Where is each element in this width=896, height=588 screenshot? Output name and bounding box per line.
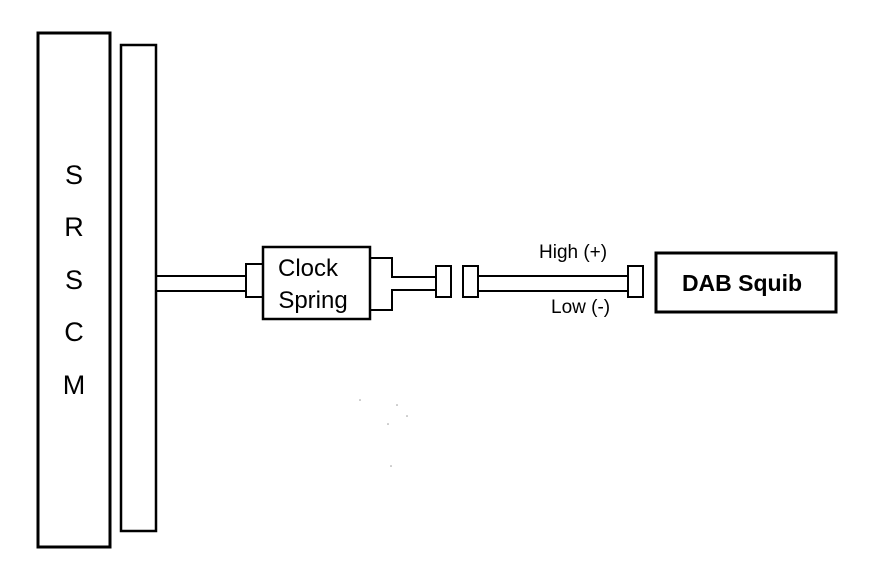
clock-spring: Clock Spring xyxy=(261,245,372,321)
module-to-clockspring-wires xyxy=(156,275,246,292)
scan-speck xyxy=(387,423,389,425)
clock-spring-label-line2: Spring xyxy=(278,287,347,314)
scan-speck xyxy=(390,465,392,467)
high-wire-label: High (+) xyxy=(539,242,607,263)
dab-squib-label: DAB Squib xyxy=(682,270,802,296)
clock-spring-label-line1: Clock xyxy=(278,255,339,282)
module-letter-4: C xyxy=(64,317,84,347)
dab-squib: DAB Squib xyxy=(654,251,838,314)
scan-speck xyxy=(396,404,398,406)
srscm-connector xyxy=(119,43,158,533)
module-letter-5: M xyxy=(63,370,86,400)
low-wire-label: Low (-) xyxy=(551,297,610,318)
clockspring-output-bracket-lower xyxy=(370,289,436,311)
module-letter-3: S xyxy=(65,265,83,295)
dab-squib-box xyxy=(654,251,838,314)
scan-speck xyxy=(359,399,361,401)
srscm-module: S R S C M xyxy=(36,31,112,549)
module-letter-1: S xyxy=(65,160,83,190)
clockspring-input-connector xyxy=(245,263,264,298)
squib-harness-connector xyxy=(462,265,479,298)
scan-specks xyxy=(359,399,408,467)
clockspring-output-bracket-upper xyxy=(370,257,436,278)
scan-speck xyxy=(406,415,408,417)
clockspring-side-connector xyxy=(435,265,452,298)
module-letter-2: R xyxy=(64,212,84,242)
squib-harness-wires: High (+) Low (-) xyxy=(478,242,628,318)
clock-spring-box xyxy=(261,245,372,321)
squib-connector xyxy=(627,265,644,298)
srscm-outer-box xyxy=(36,31,112,549)
clockspring-output-wiring xyxy=(370,257,436,311)
